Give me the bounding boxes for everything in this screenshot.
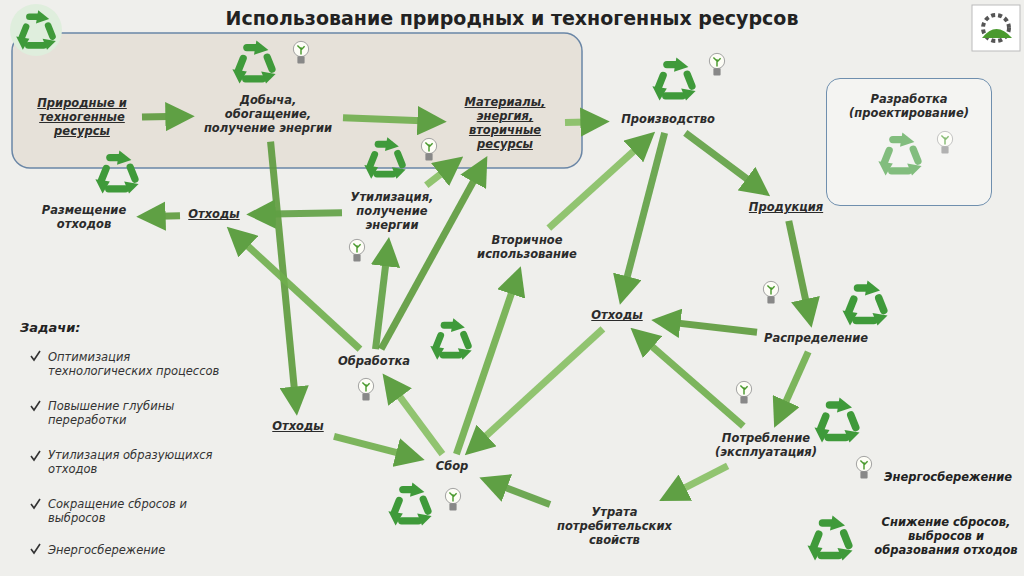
node-text: Производство bbox=[621, 113, 715, 127]
process-label: Добыча, обогащение, получение энергии bbox=[197, 92, 339, 137]
flow-arrow bbox=[473, 329, 602, 447]
flow-arrow bbox=[426, 164, 454, 186]
resource-band bbox=[12, 33, 582, 168]
flow-arrow bbox=[779, 352, 808, 417]
node-text: Утрата потребительских свойств bbox=[557, 506, 672, 547]
flow-arrow bbox=[623, 133, 665, 294]
process-label: Потребление (эксплуатация) bbox=[695, 430, 837, 462]
flow-arrow bbox=[390, 383, 443, 454]
node-text: Продукция bbox=[749, 201, 823, 215]
node-text: Материалы, энергия, вторичные ресурсы bbox=[452, 96, 558, 151]
flow-arrow bbox=[639, 335, 743, 426]
task-item: Энергосбережение bbox=[48, 543, 228, 557]
node-text: Обработка bbox=[338, 355, 410, 369]
process-label: Обработка bbox=[334, 353, 414, 371]
node-text: Добыча, обогащение, получение энергии bbox=[200, 94, 336, 135]
process-label: Материалы, энергия, вторичные ресурсы bbox=[449, 94, 561, 153]
node-text: Утилизация, получение энергии bbox=[349, 191, 435, 232]
node-text: Вторичное использование bbox=[474, 234, 580, 262]
flow-arrow bbox=[670, 466, 728, 496]
process-label: Утилизация, получение энергии bbox=[346, 189, 438, 234]
diagram-title: Использование природных и техногенных ре… bbox=[0, 7, 1024, 29]
flow-arrow bbox=[565, 118, 598, 126]
process-label: Природные и техногенные ресурсы bbox=[26, 95, 138, 140]
note-text: Снижение сбросов, выбросов и образования… bbox=[872, 515, 1020, 557]
process-label: Утрата потребительских свойств bbox=[554, 504, 664, 549]
node-text: Природные и техногенные ресурсы bbox=[29, 97, 135, 138]
recycle-icons bbox=[95, 40, 952, 560]
node-text: Сбор bbox=[436, 460, 469, 474]
logo bbox=[972, 5, 1020, 51]
node-text: Размещение отходов bbox=[37, 204, 131, 232]
flow-arrow bbox=[235, 235, 360, 349]
flow-arrow bbox=[258, 213, 342, 214]
node-text: Отходы bbox=[272, 420, 323, 434]
node-text: Отходы bbox=[591, 309, 642, 323]
node-text: Потребление (эксплуатация) bbox=[698, 432, 834, 460]
process-label: Отходы bbox=[184, 206, 244, 224]
node-text: Разработка (проектирование) bbox=[833, 93, 985, 121]
flow-arrow bbox=[343, 118, 435, 121]
process-label: Отходы bbox=[585, 307, 649, 325]
task-item: Сокращение сбросов и выбросов bbox=[48, 497, 228, 525]
task-item: Утилизация образующихся отходов bbox=[48, 448, 228, 476]
flow-arrow bbox=[148, 212, 180, 220]
flow-arrow bbox=[789, 221, 809, 316]
task-item: Повышение глубины переработки bbox=[48, 399, 228, 427]
node-text: Отходы bbox=[188, 208, 239, 222]
task-heading: Задачи: bbox=[20, 320, 200, 335]
flow-arrow bbox=[663, 321, 757, 332]
process-label: Производство bbox=[612, 111, 724, 129]
process-label: Продукция bbox=[741, 199, 831, 217]
flow-arrow bbox=[142, 113, 183, 121]
task-item: Оптимизация технологических процессов bbox=[48, 350, 228, 378]
process-box: Разработка (проектирование) bbox=[826, 78, 992, 206]
flow-arrow bbox=[334, 436, 413, 457]
logo bbox=[10, 4, 62, 56]
flow-arrow bbox=[685, 133, 760, 189]
flow-arrow bbox=[456, 277, 517, 454]
process-label: Размещение отходов bbox=[34, 202, 134, 234]
flow-arrow bbox=[490, 482, 550, 505]
node-text: Распределение bbox=[764, 332, 868, 346]
flow-arrow bbox=[549, 140, 647, 229]
check-marks bbox=[31, 351, 40, 553]
note-text: Энергосбережение bbox=[884, 470, 1020, 484]
process-label: Сбор bbox=[427, 458, 477, 476]
process-label: Вторичное использование bbox=[471, 232, 583, 264]
process-label: Отходы bbox=[266, 418, 330, 436]
process-label: Распределение bbox=[761, 330, 867, 348]
